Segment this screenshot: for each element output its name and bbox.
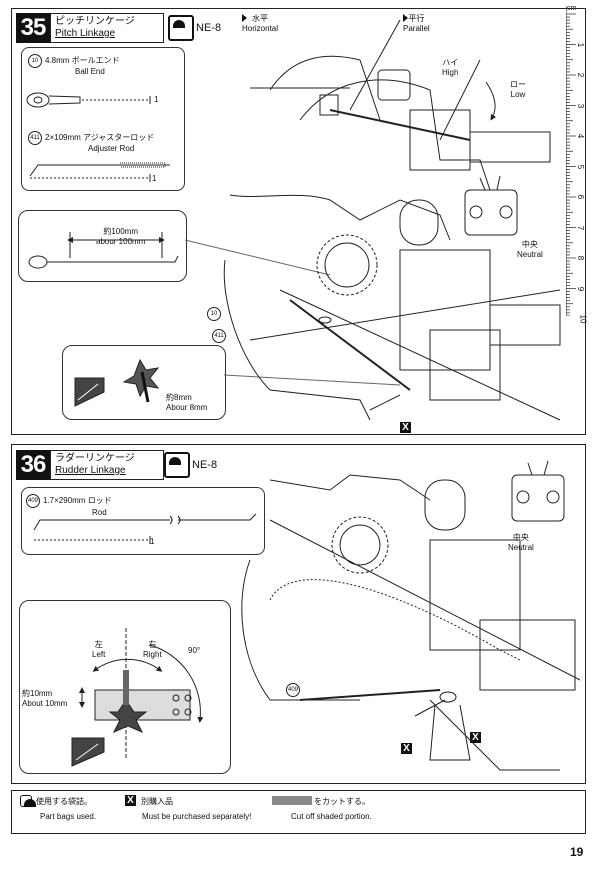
arm-jp: 約8mm xyxy=(166,393,192,402)
legend-cut-jp: をカットする。 xyxy=(314,797,370,806)
legend-frame xyxy=(11,790,586,834)
rudder-arm-length: 約10mm About 10mm xyxy=(22,689,67,709)
high-label: ハイ High xyxy=(442,58,458,78)
low-label: ロー Low xyxy=(510,80,526,100)
step-36-parts-box xyxy=(21,487,265,555)
right-jp: 右 xyxy=(148,640,157,649)
arm-jp: 約10mm xyxy=(22,689,53,698)
rudder-arm-detail xyxy=(19,600,231,774)
neutral-en: Neutral xyxy=(517,250,543,259)
step-35-title-en: Pitch Linkage xyxy=(55,28,116,39)
low-jp: ロー xyxy=(510,80,526,89)
step-36-bag-label: NE-8 xyxy=(192,459,218,471)
left-jp: 左 xyxy=(94,640,103,649)
legend-purchase-en: Must be purchased separately! xyxy=(142,812,252,821)
legend-purchase-jp: 別購入品 xyxy=(141,797,173,806)
part-409-qty: 1 xyxy=(150,537,155,546)
neutral-jp: 中央 xyxy=(521,240,538,249)
callout-badge: 411 xyxy=(212,329,226,343)
part-name-jp: 1.7×290mm ロッド xyxy=(43,496,112,506)
neutral-en: Neutral xyxy=(508,543,534,552)
parallel-label: 平行 Parallel xyxy=(403,14,430,34)
horizontal-en: Horizontal xyxy=(242,24,279,33)
right-label: 右 Right xyxy=(143,640,162,660)
parallel-jp: 平行 xyxy=(408,14,425,23)
left-en: Left xyxy=(92,650,106,659)
step-35-frame xyxy=(11,8,586,435)
left-label: 左 Left xyxy=(92,640,105,660)
step-35-title: ピッチリンケージ Pitch Linkage xyxy=(50,13,164,43)
rod-length-label: 約100mm abour 100mm xyxy=(96,227,145,247)
horizontal-jp: 水平 xyxy=(252,14,268,23)
callout-411: 411 xyxy=(212,329,229,343)
step-36-title-en: Rudder Linkage xyxy=(55,465,126,476)
arm-en: Abour 8mm xyxy=(166,403,208,412)
part-number-badge: 10 xyxy=(28,54,42,68)
neutral-label-36: 中央 Neutral xyxy=(508,533,534,553)
step-35-bag-label: NE-8 xyxy=(196,22,222,34)
horizontal-label: 水平 Horizontal xyxy=(242,14,278,34)
ruler-ticks xyxy=(566,6,576,316)
step-36-frame xyxy=(11,444,586,784)
arm-en: About 10mm xyxy=(22,699,68,708)
length-en: abour 100mm xyxy=(96,237,146,246)
high-jp: ハイ xyxy=(442,58,459,67)
shaded-cut-icon xyxy=(272,796,312,805)
part-name-jp: 4.8mm ボールエンド xyxy=(45,56,120,66)
callout-409: 409 xyxy=(286,683,303,697)
neutral-label-35: 中央 Neutral xyxy=(517,240,543,260)
bag-icon xyxy=(164,452,190,478)
legend-cut-en: Cut off shaded portion. xyxy=(291,812,372,821)
x-mark-icon: X xyxy=(470,732,481,743)
part-10-qty: 1 xyxy=(154,95,159,104)
legend-bag-jp: 使用する袋詰。 xyxy=(36,797,92,806)
x-mark-icon: X xyxy=(125,795,136,806)
part-409-name-en: Rod xyxy=(92,508,107,517)
step-36-number: 36 xyxy=(16,450,50,480)
bag-icon xyxy=(20,795,36,807)
arm-length-label: 約8mm Abour 8mm xyxy=(166,393,207,413)
callout-badge: 409 xyxy=(286,683,300,697)
callout-10: 10 xyxy=(207,307,224,321)
callout-badge: 10 xyxy=(207,307,221,321)
part-10-name-en: Ball End xyxy=(75,67,105,76)
length-jp: 約100mm xyxy=(103,227,139,236)
legend-bag-en: Part bags used. xyxy=(40,812,97,821)
bag-icon xyxy=(168,15,194,41)
x-mark-icon: X xyxy=(400,422,411,433)
part-411-name-en: Adjuster Rod xyxy=(88,144,135,153)
step-35-number: 35 xyxy=(16,13,50,43)
x-mark-icon: X xyxy=(401,743,412,754)
page-number: 19 xyxy=(570,845,584,859)
low-en: Low xyxy=(510,90,526,99)
angle-label: 90° xyxy=(188,646,201,655)
step-35-parts-box xyxy=(21,47,185,191)
parallel-en: Parallel xyxy=(403,24,430,33)
neutral-jp: 中央 xyxy=(512,533,529,542)
step-36-title: ラダーリンケージ Rudder Linkage xyxy=(50,450,164,480)
right-en: Right xyxy=(143,650,162,659)
step-35-title-jp: ピッチリンケージ xyxy=(55,16,135,27)
high-en: High xyxy=(442,68,459,77)
step-36-title-jp: ラダーリンケージ xyxy=(55,453,135,464)
part-number-badge: 411 xyxy=(28,131,42,145)
part-number-badge: 409 xyxy=(26,494,40,508)
part-411-qty: 1 xyxy=(152,174,157,183)
part-name-jp: 2×109mm アジャスターロッド xyxy=(45,133,155,143)
